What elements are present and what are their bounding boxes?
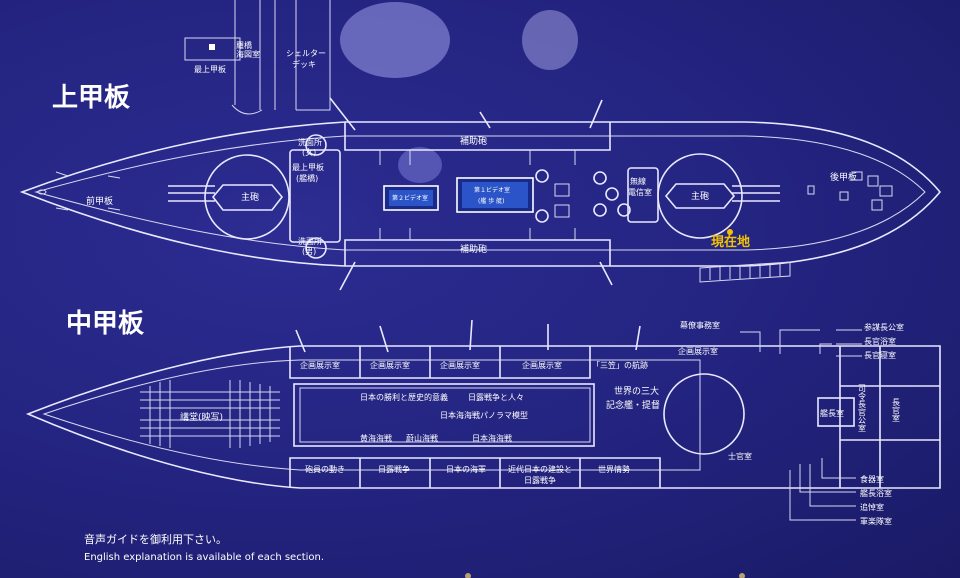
- dining-room-label: 食器室: [860, 474, 884, 484]
- you-are-here-label: 現在地: [711, 234, 750, 250]
- main-gun-fore-label: 主砲: [241, 191, 259, 203]
- top-deck-bridge-line-1: 最上甲板: [292, 162, 324, 172]
- exhibit-1-label: 企画展示室: [300, 360, 340, 370]
- lecture-hall-label: 講堂(映写): [180, 411, 223, 423]
- officers-room-label: 士官室: [728, 451, 752, 461]
- washroom-fore-line-1: 洗面所: [298, 137, 322, 147]
- shelter-label: シェルター デッキ: [286, 49, 329, 69]
- main-gun-aft-label: 主砲: [691, 190, 709, 202]
- shelter-line-2: デッキ: [292, 59, 316, 69]
- video-room-2-label: 第２ビデオ室: [392, 194, 428, 202]
- panorama-label: 日本海海戦パノラマ模型: [440, 410, 528, 420]
- top-deck-label: 最上甲板: [194, 64, 226, 74]
- three-memorial-line-2: 記念艦・提督: [606, 399, 660, 411]
- chart-room-label: 海図室: [236, 49, 260, 59]
- gun-movement-label: 砲員の動き: [305, 464, 345, 474]
- exhibit-4-label: 企画展示室: [522, 360, 562, 370]
- russo-war-label: 日露戦争: [378, 464, 410, 474]
- rear-deck-label: 後甲板: [830, 171, 857, 183]
- captain-room-label: 艦長室: [820, 408, 844, 418]
- three-memorial-label: 世界の三大 記念艦・提督: [606, 385, 662, 411]
- victory-meaning-label: 日本の勝利と歴史的意義: [360, 392, 448, 402]
- commander-bath-label: 長官浴室: [864, 336, 896, 346]
- exhibit-5-label: 企画展示室: [678, 346, 718, 356]
- world-situation-label: 世界情勢: [598, 464, 630, 474]
- video-room-1-label: 第１ビデオ室: [474, 186, 510, 194]
- video-room-1-sub: (艦 歩 艇): [478, 197, 505, 205]
- ulsan-label: 蔚山海戦: [406, 433, 438, 443]
- commander-room-label: 長官室: [892, 398, 901, 422]
- japanese-navy-label: 日本の海軍: [446, 464, 486, 474]
- english-note: English explanation is available of each…: [84, 552, 325, 563]
- upper-deck-heading: 上甲板: [52, 83, 130, 113]
- three-memorial-line-1: 世界の三大: [614, 385, 659, 397]
- mikasa-footsteps-label: 「三笠」の航跡: [592, 360, 648, 370]
- washroom-aft-label: 洗面所 (男): [298, 236, 325, 256]
- audio-guide-note: 音声ガイドを御利用下さい。: [84, 533, 227, 546]
- washroom-aft-line-2: (男): [302, 247, 316, 256]
- commander-office-label: 司令長官公室: [858, 384, 867, 432]
- band-room-label: 軍楽隊室: [860, 516, 892, 526]
- radio-room-label: 無線 電信室: [628, 176, 652, 197]
- radio-room-line-1: 無線: [630, 176, 646, 186]
- top-deck-bridge-line-2: (艦橋): [296, 173, 318, 183]
- sea-of-japan-label: 日本海海戦: [472, 433, 512, 443]
- forward-deck-label: 前甲板: [86, 195, 113, 207]
- washroom-aft-line-1: 洗面所: [298, 236, 322, 246]
- radio-room-line-2: 電信室: [628, 187, 652, 197]
- upper-deck-plan: 主砲 前甲板 最上甲板 (艦橋) 洗面所 (女) 洗面所 (男) 補助砲 補助砲…: [19, 97, 942, 291]
- staff-office-label: 幕僚事務室: [680, 320, 720, 330]
- commander-bedroom-label: 長官寝室: [864, 350, 896, 360]
- washroom-fore-label: 洗面所 (女): [298, 137, 325, 157]
- bridge-label: 羅橋: [236, 40, 252, 50]
- secondary-gun-top-label: 補助砲: [460, 135, 487, 147]
- middle-deck-plan: 講堂(映写) 企画展示室 企画展示室 企画展示室 企画展示室 「三笠」の航跡 日…: [25, 319, 941, 526]
- exhibit-3-label: 企画展示室: [440, 360, 480, 370]
- war-people-label: 日露戦争と人々: [468, 392, 524, 402]
- modern-japan-line-2: 日露戦争: [524, 475, 556, 485]
- yellow-sea-label: 黄海海戦: [360, 433, 392, 443]
- middle-deck-heading: 中甲板: [66, 309, 144, 339]
- modern-japan-label: 近代日本の建設と 日露戦争: [508, 464, 575, 485]
- chief-staff-label: 参謀長公室: [864, 322, 904, 332]
- shelter-line-1: シェルター: [286, 49, 326, 58]
- captain-bath-label: 艦長浴室: [860, 488, 892, 498]
- washroom-fore-line-2: (女): [302, 147, 316, 157]
- wardroom-label: 追悼室: [860, 502, 884, 512]
- top-deck-bridge-label: 最上甲板 (艦橋): [292, 162, 327, 183]
- modern-japan-line-1: 近代日本の建設と: [508, 464, 572, 474]
- secondary-gun-bottom-label: 補助砲: [460, 243, 487, 255]
- exhibit-2-label: 企画展示室: [370, 360, 410, 370]
- top-bridge-plan: 羅橋 海図室 最上甲板 シェルター デッキ: [184, 0, 331, 115]
